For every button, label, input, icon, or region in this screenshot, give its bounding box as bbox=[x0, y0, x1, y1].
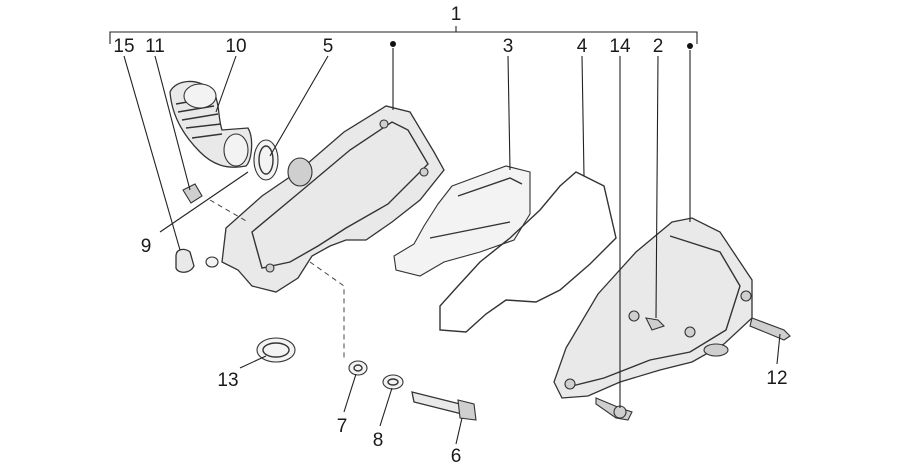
callout-1: 1 bbox=[451, 4, 462, 25]
callout-10: 10 bbox=[225, 36, 246, 57]
filter-element bbox=[393, 165, 531, 277]
band-clamp bbox=[256, 337, 296, 363]
callout-15: 15 bbox=[113, 36, 134, 57]
callout-2: 2 bbox=[653, 36, 664, 57]
assembly-bracket bbox=[109, 26, 698, 44]
callout-9: 9 bbox=[141, 236, 152, 257]
washer-flat bbox=[348, 360, 368, 376]
drain-valve bbox=[595, 397, 633, 421]
callout-6: 6 bbox=[451, 446, 462, 465]
reference-dot bbox=[687, 43, 693, 49]
reference-dot bbox=[390, 41, 396, 47]
callout-13: 13 bbox=[217, 370, 238, 391]
hose-clamp bbox=[253, 139, 279, 181]
filter-housing bbox=[205, 105, 445, 293]
screw-cover bbox=[645, 317, 666, 331]
callout-11: 11 bbox=[145, 36, 165, 57]
clip bbox=[182, 183, 203, 204]
drain-cap bbox=[175, 248, 195, 273]
callout-5: 5 bbox=[323, 36, 334, 57]
callout-8: 8 bbox=[373, 430, 384, 451]
callout-12: 12 bbox=[766, 368, 787, 389]
bolt bbox=[411, 391, 477, 421]
intake-duct bbox=[169, 80, 253, 168]
callout-7: 7 bbox=[337, 416, 348, 437]
assembly-lines bbox=[209, 199, 345, 360]
callout-labels: 1 15 11 10 5 3 4 14 2 9 13 12 7 8 6 bbox=[113, 4, 787, 465]
screw-side bbox=[749, 317, 791, 341]
washer-spring bbox=[382, 374, 404, 390]
callout-4: 4 bbox=[577, 36, 588, 57]
leader-lines bbox=[123, 48, 781, 445]
filter-cover bbox=[553, 217, 753, 399]
callout-3: 3 bbox=[503, 36, 514, 57]
callout-14: 14 bbox=[609, 36, 631, 57]
gasket bbox=[439, 171, 617, 333]
